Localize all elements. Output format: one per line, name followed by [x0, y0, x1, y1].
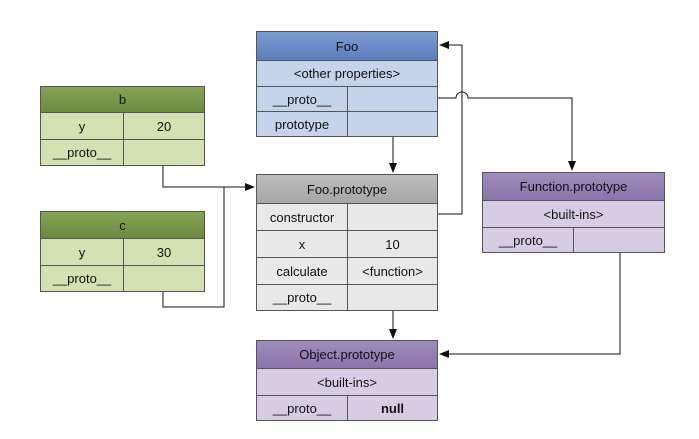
function-prototype-title: Function.prototype [519, 179, 628, 194]
object-prototype-proto-value: null [347, 396, 437, 420]
foo-prototype-pointer [347, 112, 437, 136]
foo-proto-label: __proto__ [272, 91, 332, 107]
foo-proto-link [393, 91, 576, 171]
c-y-value: 30 [123, 239, 204, 265]
foo-prototype-proto-label: __proto__ [272, 290, 332, 305]
c-title: c [119, 217, 126, 233]
foo-prototype-title: Foo.prototype [257, 175, 437, 203]
constructor-pointer [347, 204, 437, 230]
function-prototype-proto-link [439, 240, 621, 358]
calculate-value: <function> [347, 258, 437, 284]
foo-prototype-label: prototype [274, 116, 330, 132]
x-value: 10 [347, 231, 437, 257]
function-prototype-proto-label: __proto__ [498, 232, 558, 248]
c-proto-link [162, 187, 225, 308]
foo-object: Foo <other properties> __proto__ prototy… [256, 31, 438, 137]
b-proto-pointer [123, 140, 204, 165]
b-object: b y 20 __proto__ [40, 86, 205, 166]
object-prototype-builtins: <built-ins> [317, 374, 377, 390]
foo-prototype-object: Foo.prototype constructor x 10 calculate… [256, 174, 438, 311]
function-prototype-proto-pointer [573, 228, 664, 252]
object-prototype-object: Object.prototype <built-ins> __proto__ n… [256, 340, 438, 421]
function-prototype-object: Function.prototype <built-ins> __proto__ [482, 172, 665, 253]
object-prototype-proto-label: __proto__ [272, 400, 332, 416]
foo-prototype-proto-pointer [347, 285, 437, 310]
b-y-value: 20 [123, 113, 204, 139]
c-proto-label: __proto__ [52, 271, 112, 286]
constructor-label: constructor [269, 209, 335, 225]
b-y-label: y [78, 118, 86, 134]
calculate-label: calculate [276, 263, 328, 279]
b-proto-label: __proto__ [52, 145, 112, 160]
object-prototype-title: Object.prototype [299, 347, 395, 362]
foo-other-properties: <other properties> [293, 66, 401, 81]
foo-title: Foo [257, 32, 437, 60]
c-proto-pointer [123, 266, 204, 291]
foo-proto-pointer [347, 87, 437, 111]
b-title: b [118, 92, 127, 107]
c-y-label: y [78, 244, 86, 260]
c-object: c y 30 __proto__ [40, 211, 205, 292]
x-label: x [298, 236, 306, 252]
function-prototype-builtins: <built-ins> [543, 206, 604, 222]
